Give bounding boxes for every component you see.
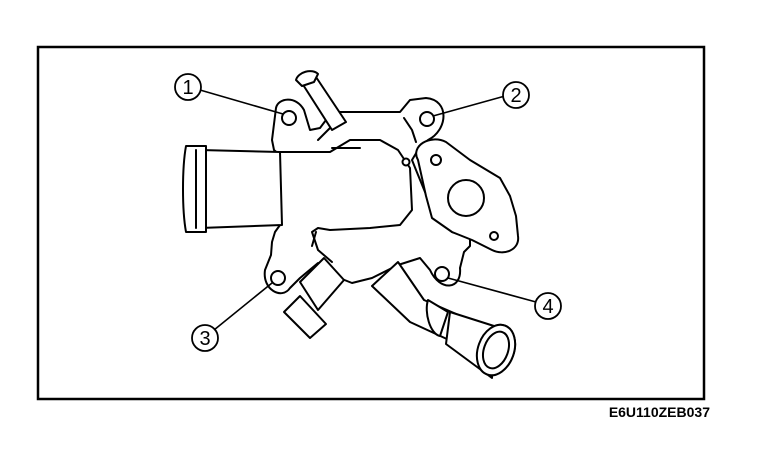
left-outlet-pipe bbox=[199, 149, 283, 229]
housing-inner-chamber bbox=[279, 139, 413, 263]
left-outlet-pipe-lip bbox=[182, 145, 207, 233]
lower-left-pipe-end bbox=[283, 295, 327, 339]
callout-label-1: 1 bbox=[182, 77, 193, 99]
callout-label-4: 4 bbox=[542, 296, 553, 318]
top-vent-pipe-tip bbox=[295, 70, 319, 87]
callout-circle-4 bbox=[534, 292, 562, 320]
bolt-hole-4 bbox=[434, 266, 450, 282]
callout-label-2: 2 bbox=[510, 85, 521, 107]
leader-line-2 bbox=[432, 95, 506, 117]
flange-pin-hole bbox=[401, 157, 411, 167]
housing-fillet-lines bbox=[311, 117, 417, 247]
lower-right-pipe-band bbox=[425, 299, 449, 337]
callout-label-3: 3 bbox=[199, 328, 210, 350]
bolt-hole-2 bbox=[419, 111, 435, 127]
leader-line-4 bbox=[447, 277, 537, 303]
callout-circle-2 bbox=[502, 81, 530, 109]
lower-right-pipe-mouth-front-inner bbox=[481, 330, 511, 370]
callout-circle-1 bbox=[174, 73, 202, 101]
bolt-hole-3 bbox=[270, 270, 286, 286]
leader-line-3 bbox=[213, 282, 273, 331]
callout-circle-3 bbox=[191, 324, 219, 352]
bolt-hole-1 bbox=[281, 110, 297, 126]
flange-small-hole-top bbox=[430, 154, 442, 166]
diagram-frame bbox=[36, 45, 706, 401]
reference-code: E6U110ZEB037 bbox=[608, 404, 710, 420]
leader-line-1 bbox=[199, 89, 284, 115]
lower-left-pipe bbox=[299, 257, 345, 311]
flange-small-hole-bottom bbox=[489, 231, 499, 241]
flange-center-hole bbox=[447, 179, 485, 217]
